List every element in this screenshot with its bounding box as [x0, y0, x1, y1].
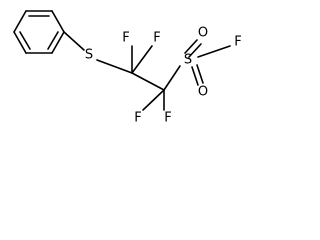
bond-c1-f [131, 45, 153, 74]
ring-bond [51, 10, 65, 33]
double-bond-s-o [191, 66, 199, 86]
ring-bond [13, 31, 27, 54]
ring-double-bond [19, 31, 31, 50]
bond-c2-s [163, 65, 181, 91]
sulfonyl-fluorine-label: F [234, 35, 241, 50]
ring-bond [51, 31, 65, 54]
bond-s-f [197, 45, 231, 58]
structure-diagram: S F F F F S O O F [13, 10, 242, 126]
bond-c2-f [142, 89, 165, 111]
sulfonyl-sulfur-label: S [184, 53, 192, 68]
bond-c1-c2 [131, 72, 165, 91]
fluorine-label: F [153, 31, 160, 46]
bond-s-c1 [96, 59, 133, 74]
ring-bond [13, 10, 27, 33]
fluorine-label: F [122, 31, 129, 46]
fluorine-label: F [134, 111, 141, 126]
oxygen-label: O [198, 26, 208, 41]
double-bond-s-o [188, 43, 202, 58]
fluorine-label: F [164, 111, 171, 126]
thioether-sulfur-label: S [85, 48, 93, 63]
double-bond-s-o [196, 64, 204, 84]
double-bond-s-o [184, 39, 198, 54]
benzene-ring [13, 10, 65, 54]
oxygen-label: O [198, 85, 208, 100]
bond-ring-s [63, 31, 85, 51]
ring-double-bond [47, 31, 59, 50]
